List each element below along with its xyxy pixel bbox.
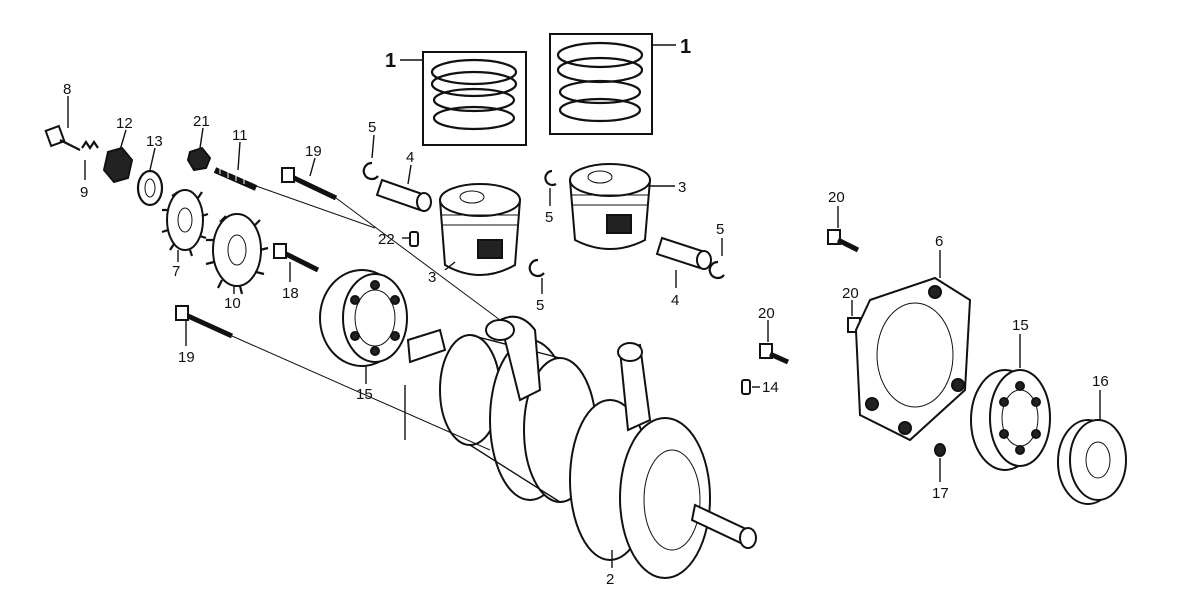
callout-17: 17 [932,485,949,502]
callout-3-right: 3 [678,179,686,196]
callout-5-b: 5 [545,209,553,226]
callout-5-a: 5 [368,119,376,136]
bolt-18 [273,243,320,273]
circlip-4 [708,260,725,280]
callout-10: 10 [224,295,241,312]
bolt-20-low [759,343,790,365]
callout-1-right: 1 [680,36,691,58]
piston-left [438,183,522,276]
piston-right [568,163,652,250]
callout-5-c: 5 [536,297,544,314]
callout-21: 21 [193,113,210,130]
oil-seal-16 [1057,419,1127,505]
callout-20-top: 20 [828,189,845,206]
circlip-1 [362,161,379,181]
callout-2: 2 [606,571,614,588]
washer-13 [136,169,164,207]
callout-8: 8 [63,81,71,98]
callout-labels: 1 1 2 3 3 4 4 5 5 5 5 6 7 8 9 10 11 12 1… [63,36,1109,588]
gear-10 [205,213,269,295]
callout-14: 14 [762,379,779,396]
crankshaft [404,315,757,579]
gear-7 [161,189,209,257]
piston-ring-set-right [549,33,653,135]
callout-15-left: 15 [356,386,373,403]
callout-20-low: 20 [758,305,775,322]
piston-pin-right [655,236,712,270]
callout-6: 6 [935,233,943,250]
bolt-19-bottom [175,305,234,339]
leader-lines [67,44,1101,568]
callout-16: 16 [1092,373,1109,390]
callout-19-top: 19 [305,143,322,160]
pin-17 [934,443,946,457]
spring-9 [81,140,99,150]
callout-12: 12 [116,115,133,132]
callout-20-mid: 20 [842,285,859,302]
piston-pin-left [375,178,432,212]
callout-19-bottom: 19 [178,349,195,366]
piston-ring-set-left [422,51,527,146]
callout-7: 7 [172,263,180,280]
callout-3-left: 3 [428,269,436,286]
callout-1-left: 1 [385,50,396,72]
callout-9: 9 [80,184,88,201]
bolt-19-top [281,167,338,201]
callout-18: 18 [282,285,299,302]
stud-11 [213,167,258,191]
callout-22: 22 [378,231,395,248]
circlip-3 [528,258,545,278]
callout-4-left: 4 [406,149,414,166]
callout-4-right: 4 [671,292,679,309]
dowel-22 [409,231,419,247]
bolt-20-top [827,229,860,253]
bearing-left [319,269,408,367]
nut-12 [102,146,134,184]
bolt-8 [44,124,81,151]
callout-15-right: 15 [1012,317,1029,334]
bearing-right [970,369,1051,471]
dowel-14 [741,379,751,395]
cover-plate-6 [854,276,972,442]
callout-11: 11 [232,127,248,144]
callout-13: 13 [146,133,163,150]
circlip-2 [544,169,557,187]
nut-21 [186,146,212,172]
callout-5-d: 5 [716,221,724,238]
